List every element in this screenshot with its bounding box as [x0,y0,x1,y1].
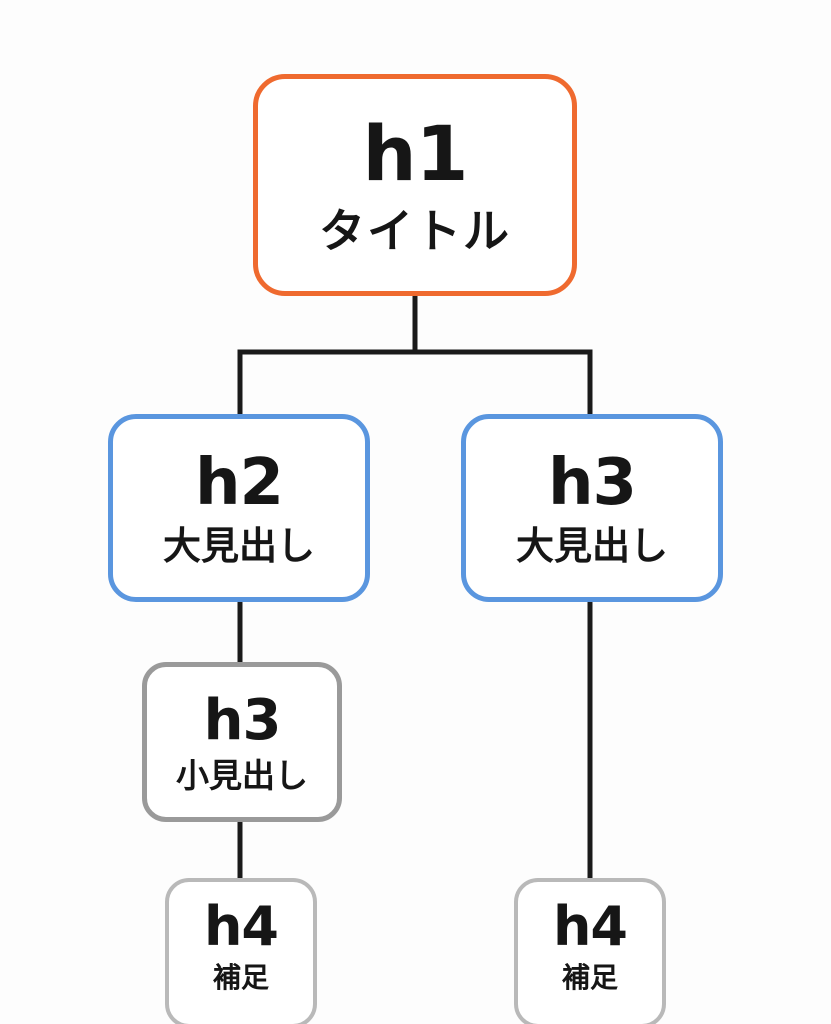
node-h4-left-tag: h4 [203,895,279,958]
node-h3-right-label: 大見出し [515,524,668,568]
node-h3-right-tag: h3 [547,446,637,520]
node-h1-label: タイトル [319,204,511,258]
node-h4-right-tag: h4 [552,895,628,958]
node-h2-label: 大見出し [162,524,315,568]
node-h4-left-label: 補足 [212,961,269,994]
node-h4-right: h4 補足 [514,878,666,1024]
node-h4-right-label: 補足 [561,961,618,994]
node-h3-small-label: 小見出し [176,755,308,795]
node-h3-small-tag: h3 [203,687,282,753]
node-h4-left: h4 補足 [165,878,317,1024]
node-h3-right: h3 大見出し [461,414,723,602]
node-h2: h2 大見出し [108,414,370,602]
node-h1: h1 タイトル [253,74,577,296]
node-h3-small: h3 小見出し [142,662,342,822]
node-h1-tag: h1 [362,109,469,198]
node-h2-tag: h2 [194,446,284,520]
